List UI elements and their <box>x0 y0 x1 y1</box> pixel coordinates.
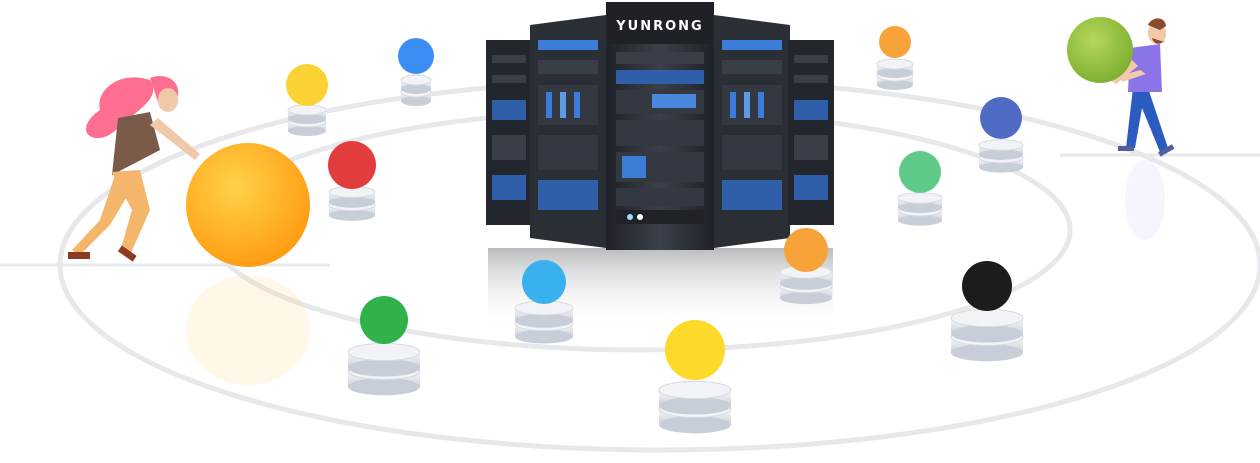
node-ball <box>980 97 1022 139</box>
node-ball <box>328 141 376 189</box>
database-disk <box>400 74 432 94</box>
brand-label: YUNRONG <box>615 19 703 34</box>
node-cyan <box>514 260 574 344</box>
server-rack-right <box>714 15 790 248</box>
node-orange-top-right <box>876 26 914 90</box>
person-holding-ball <box>1067 17 1175 240</box>
green-ball <box>1067 17 1133 83</box>
big-orange-ball <box>186 143 310 385</box>
node-ball <box>360 296 408 344</box>
node-ball <box>665 320 725 380</box>
database-disk <box>978 139 1024 160</box>
node-yellow-bottom <box>658 320 732 434</box>
database-disk <box>876 58 914 78</box>
node-ball <box>784 228 828 272</box>
database-disk <box>328 185 376 208</box>
database-disk <box>347 342 421 377</box>
database-nodes <box>286 26 1024 434</box>
person-pushing-ball <box>68 75 200 262</box>
node-orange-center <box>779 228 833 305</box>
server-rack-cluster: YUNRONG <box>486 2 834 250</box>
node-indigo <box>978 97 1024 173</box>
node-yellow-top-left <box>286 64 328 136</box>
database-disk <box>287 104 327 124</box>
node-blue-top <box>398 38 434 106</box>
server-rack-far-right <box>788 40 834 225</box>
server-rack-left <box>530 15 606 248</box>
node-green-bottom <box>347 296 421 396</box>
node-ball <box>899 151 941 193</box>
node-ball <box>398 38 434 74</box>
server-rack-center: YUNRONG <box>606 2 714 250</box>
node-ball <box>879 26 911 58</box>
database-disk <box>658 380 732 415</box>
node-ball <box>962 261 1012 311</box>
node-black <box>950 261 1024 362</box>
node-ball <box>286 64 328 106</box>
database-disk <box>514 300 574 328</box>
database-disk <box>897 192 943 213</box>
server-rack-far-left <box>486 40 532 225</box>
database-disk <box>950 308 1024 343</box>
node-red <box>328 141 376 221</box>
node-mint <box>897 151 943 226</box>
node-ball <box>522 260 566 304</box>
